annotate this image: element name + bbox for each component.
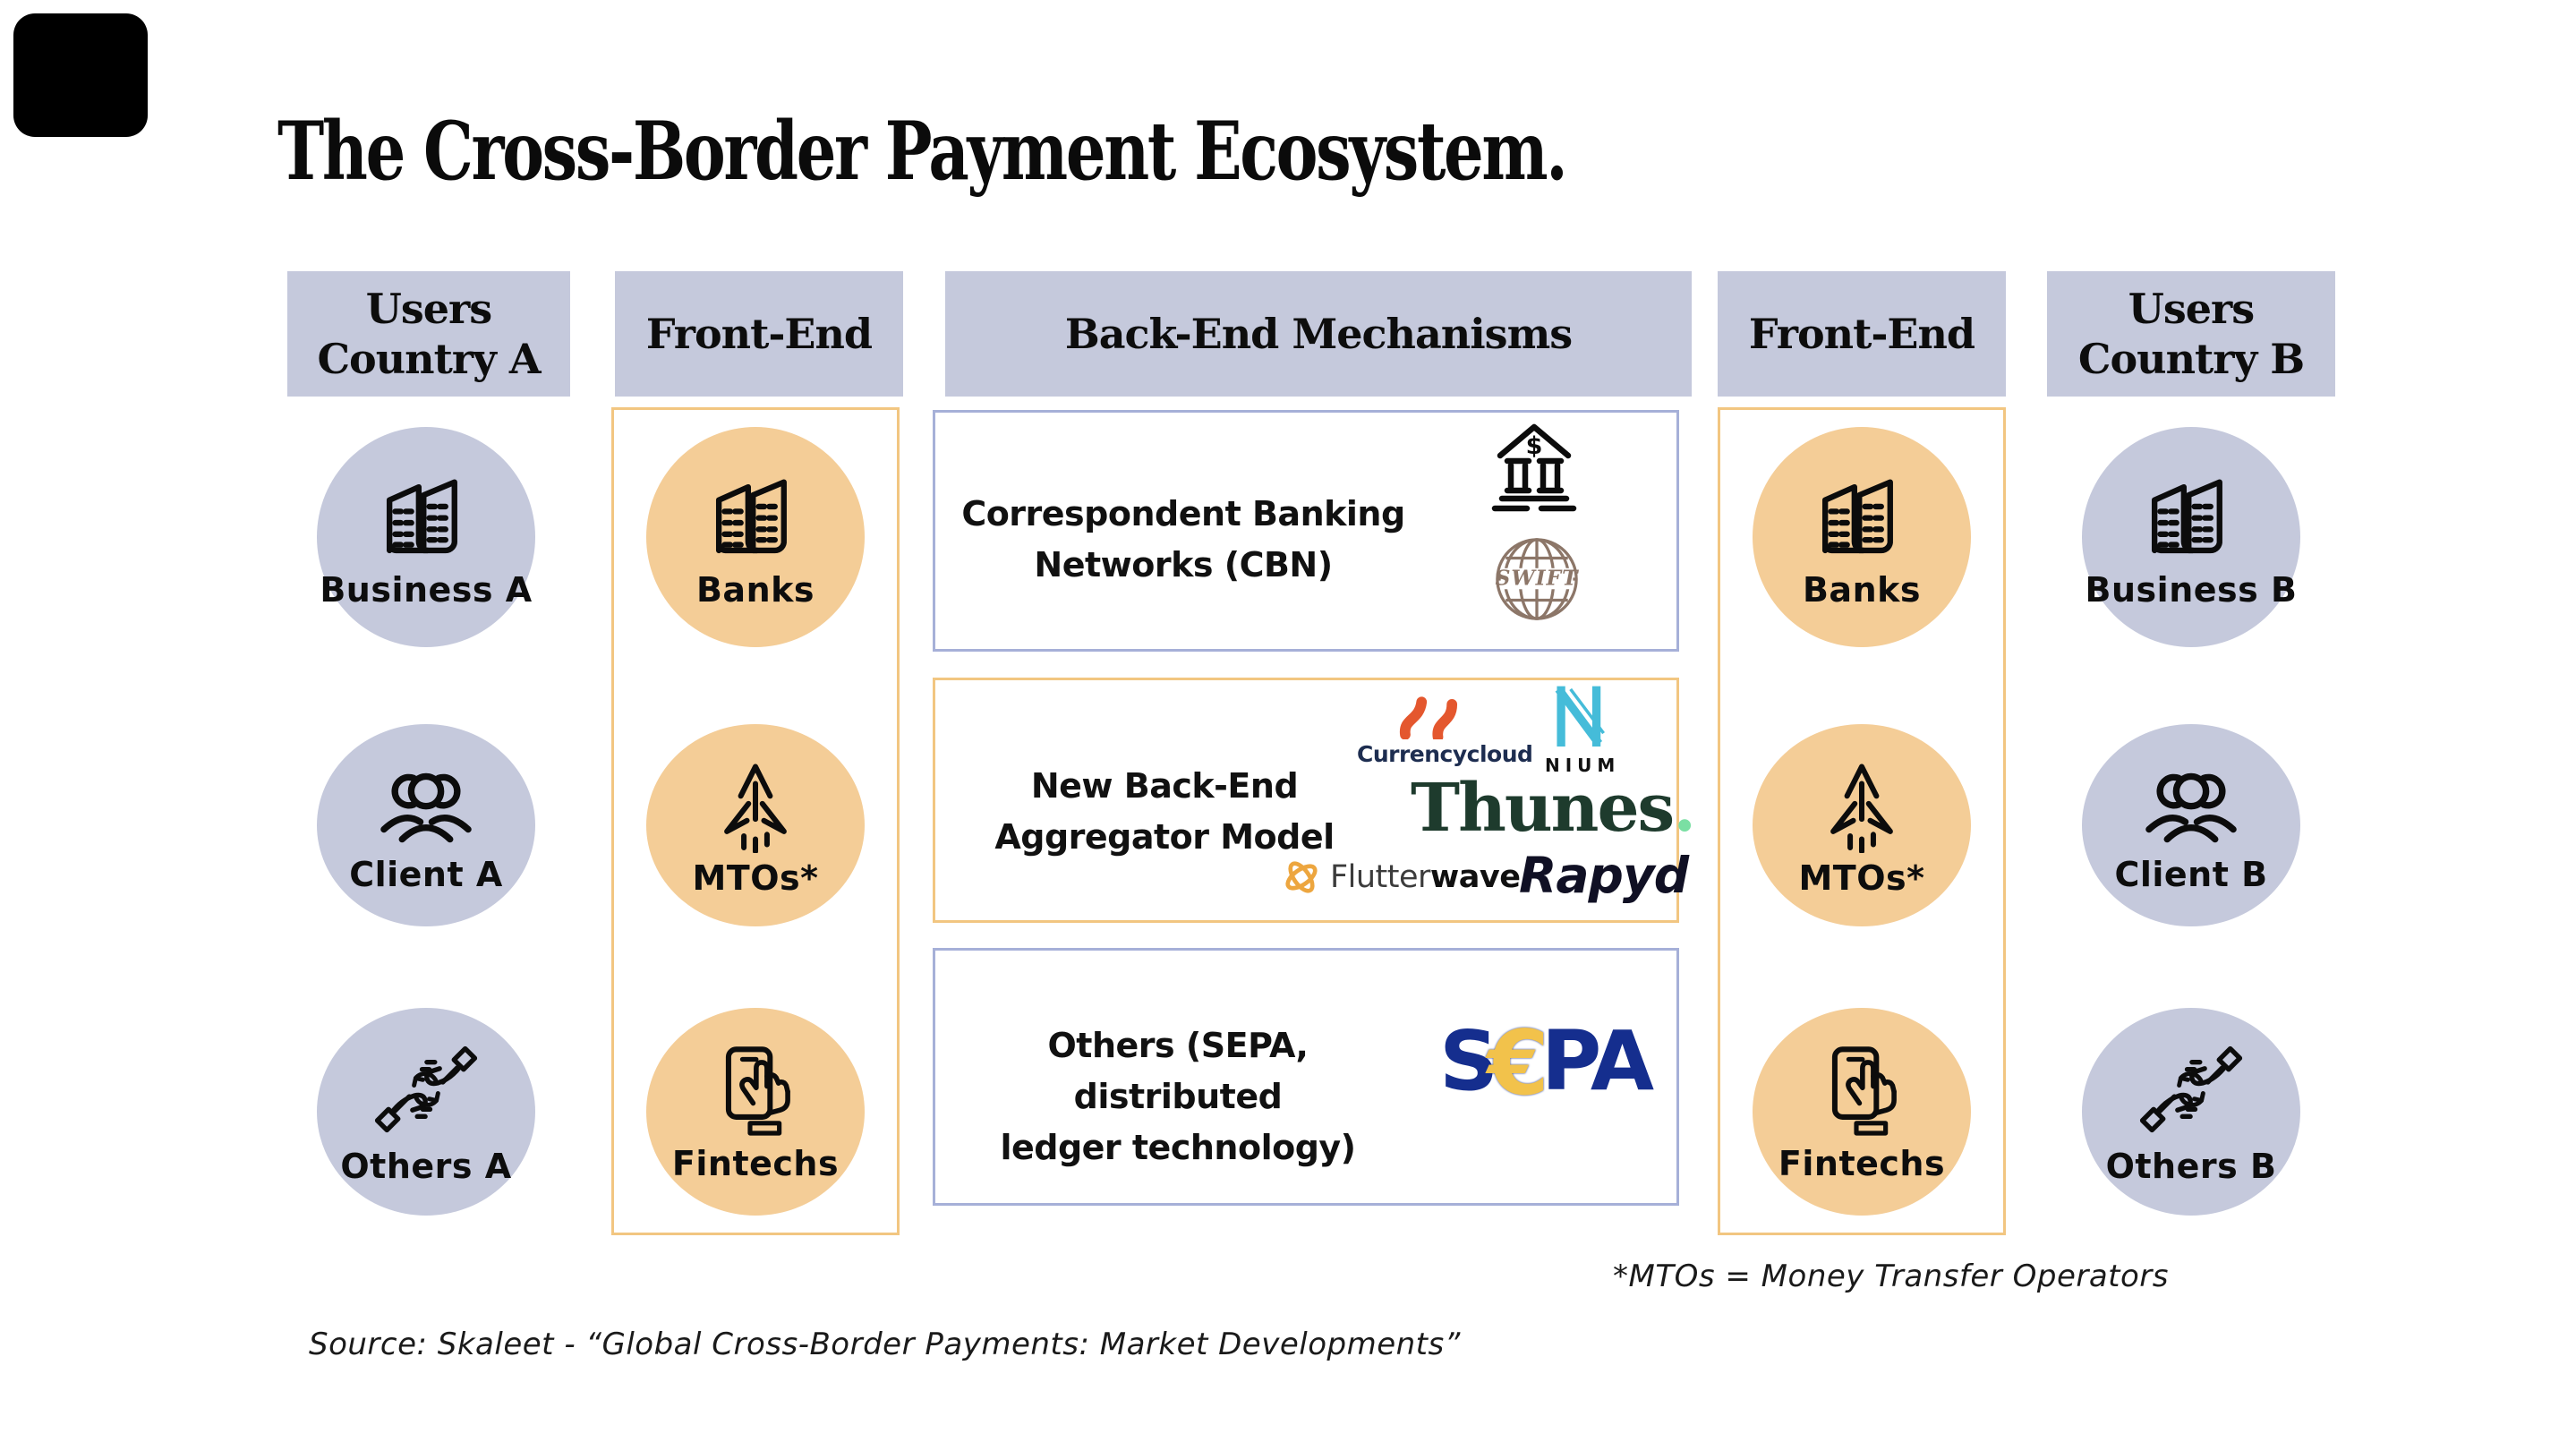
cbn-label: Correspondent Banking Networks (CBN) [951,489,1416,591]
buildings-icon [373,465,479,565]
currencycloud-icon [1400,696,1458,739]
header-line: Back-End Mechanisms [1064,309,1573,358]
header-line: Country A [317,335,541,383]
header-front-end-left: Front-End [615,271,903,397]
bubble-mtos-left: MTOs* [646,724,865,926]
bubble-label: Client A [349,855,503,894]
header-line: Users [365,284,492,333]
header-back-end-mechanisms: Back-End Mechanisms [945,271,1692,397]
header-front-end-right: Front-End [1718,271,2006,397]
hands-exchange-icon [374,1037,478,1141]
bubble-fintechs-left: Fintechs [646,1008,865,1216]
bubble-business-a: Business A [317,427,535,647]
header-line: Country B [2077,335,2305,383]
swift-logo: SWIFT [1495,538,1579,620]
thunes-dot: . [1673,770,1696,847]
thunes-wordmark: Thunes. [1411,775,1696,841]
cbn-label-line: Correspondent Banking [961,494,1405,533]
flutterwave-text-bold: wave [1429,859,1521,895]
header-users-country-b: Users Country B [2047,271,2335,397]
people-icon [372,756,480,849]
sepa-logo: S € PA [1439,1011,1654,1115]
bubble-label: MTOs* [1798,858,1925,898]
rapyd-wordmark: Rapyd [1519,847,1689,904]
buildings-icon [2138,465,2244,565]
rocket-arrow-icon [705,753,806,853]
others-label-line: Others (SEPA, distributed [1047,1026,1309,1116]
swift-logo-text: SWIFT [1495,566,1579,591]
bubble-fintechs-right: Fintechs [1753,1008,1971,1216]
bubble-label: Business A [320,570,533,610]
nium-icon [1555,686,1605,747]
others-box [933,948,1679,1206]
source-note: Source: Skaleet - “Global Cross-Border P… [309,1327,1461,1362]
bubble-others-a: Others A [317,1008,535,1216]
bubble-label: Client B [2114,855,2268,894]
aggregator-label-line: New Back-End [1030,766,1299,806]
page-title: The Cross-Border Payment Ecosystem. [277,104,1568,199]
people-icon [2137,756,2245,849]
aggregator-label-line: Aggregator Model [994,817,1335,857]
buildings-icon [703,465,808,565]
bubble-banks-right: Banks [1753,427,1971,647]
currencycloud-wordmark: Currencycloud [1357,741,1533,767]
bubble-label: Others B [2105,1147,2277,1186]
bubble-label: Fintechs [1778,1144,1946,1183]
mtos-footnote: *MTOs = Money Transfer Operators [1613,1259,2169,1294]
bubble-label: Banks [1802,570,1922,610]
header-line: Front-End [645,309,873,358]
bubble-label: Others A [340,1147,512,1186]
buildings-icon [1809,465,1915,565]
bubble-business-b: Business B [2082,427,2300,647]
hands-exchange-icon [2139,1037,2243,1141]
bubble-banks-left: Banks [646,427,865,647]
aggregator-label: New Back-End Aggregator Model [959,761,1370,863]
bubble-client-a: Client A [317,724,535,926]
header-users-country-a: Users Country A [287,271,570,397]
flutterwave-text-light: Flutter [1330,859,1430,895]
flutterwave-wordmark: Flutterwave [1330,859,1521,895]
flutterwave-icon [1285,861,1318,893]
bubble-label: Business B [2085,570,2298,610]
bubble-label: Fintechs [671,1144,840,1183]
phone-tap-icon [705,1040,806,1139]
phone-tap-icon [1812,1040,1912,1139]
corner-mark [13,13,148,137]
bank-dollar-symbol: $ [1526,432,1543,460]
thunes-text: Thunes [1411,770,1675,847]
sepa-letters-pa: PA [1540,1013,1654,1109]
rocket-arrow-icon [1812,753,1912,853]
others-label: Others (SEPA, distributed ledger technol… [945,1020,1411,1173]
nium-wordmark: NIUM [1545,755,1621,776]
header-line: Users [2128,284,2255,333]
sepa-euro-glyph: € [1487,1011,1549,1115]
bubble-label: Banks [695,570,815,610]
others-label-line: ledger technology) [1000,1128,1356,1167]
cbn-label-line: Networks (CBN) [1034,545,1333,584]
bubble-others-b: Others B [2082,1008,2300,1216]
bubble-mtos-right: MTOs* [1753,724,1971,926]
bank-dollar-icon: $ [1491,423,1577,512]
bubble-client-b: Client B [2082,724,2300,926]
sepa-letter-s: S [1439,1013,1498,1109]
bubble-label: MTOs* [692,858,819,898]
header-line: Front-End [1748,309,1975,358]
